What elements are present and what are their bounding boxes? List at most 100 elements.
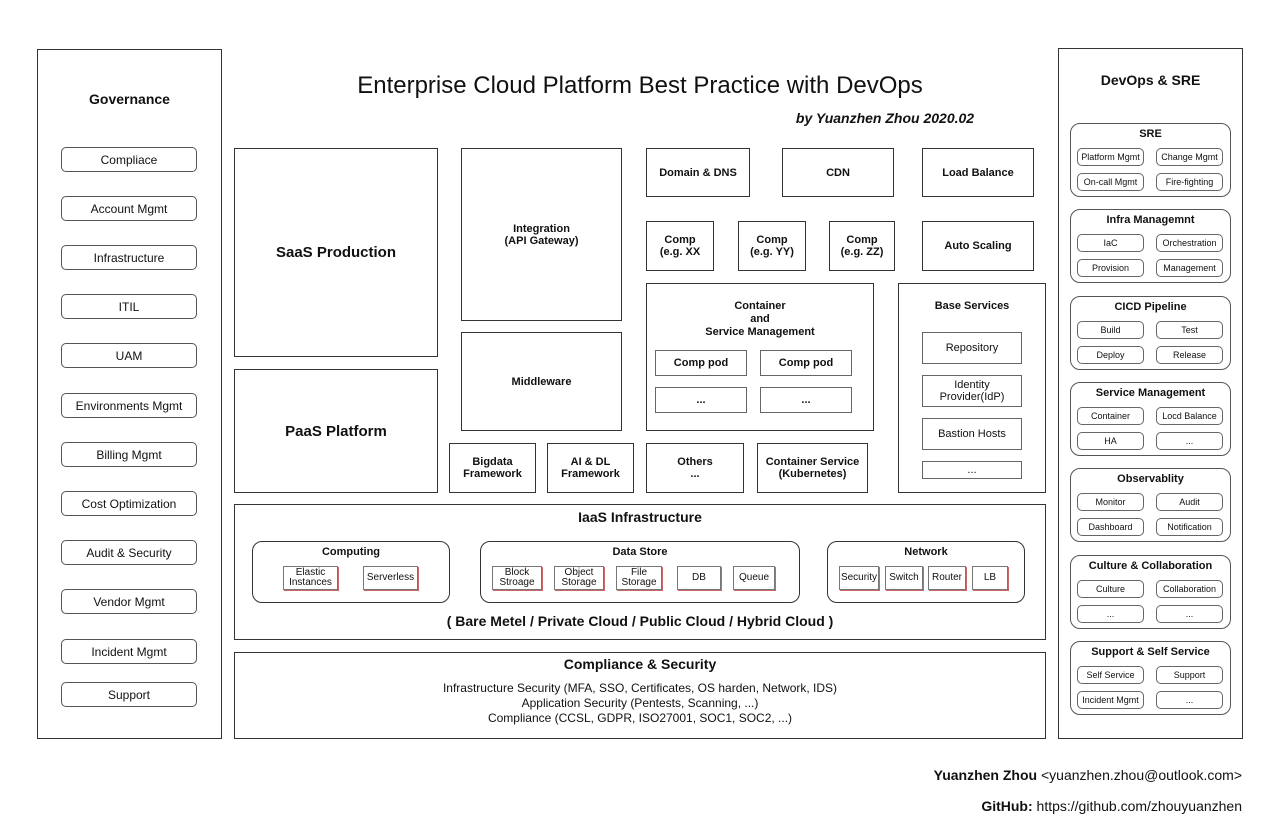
- devops-group-title: SRE: [1139, 128, 1162, 140]
- devops-item: Audit: [1156, 493, 1223, 511]
- datastore-title: Data Store: [612, 546, 668, 558]
- auto-scaling-box: Auto Scaling: [922, 221, 1034, 271]
- middleware-box: Middleware: [461, 332, 622, 431]
- comp-example: (e.g. ZZ): [840, 246, 884, 258]
- repository-box: Repository: [922, 332, 1022, 364]
- integration-box: Integration (API Gateway): [461, 148, 622, 321]
- iaas-item: Security: [839, 566, 879, 590]
- devops-item: Locd Balance: [1156, 407, 1223, 425]
- iaas-item: File Storage: [616, 566, 662, 590]
- devops-item: Dashboard: [1077, 518, 1144, 536]
- framework-sublabel: (Kubernetes): [778, 468, 847, 480]
- governance-item: UAM: [61, 343, 197, 368]
- framework-label: Container Service: [765, 456, 860, 468]
- governance-item: Audit & Security: [61, 540, 197, 565]
- devops-item: HA: [1077, 432, 1144, 450]
- devops-item: Notification: [1156, 518, 1223, 536]
- compliance-security-box: [234, 652, 1046, 739]
- pod-placeholder: ...: [655, 387, 747, 413]
- devops-item: Provision: [1077, 259, 1144, 277]
- comp-example: (e.g. YY): [750, 246, 794, 258]
- devops-item: Management: [1156, 259, 1223, 277]
- byline: by Yuanzhen Zhou 2020.02: [795, 110, 975, 126]
- comp-pod: Comp pod: [655, 350, 747, 376]
- identity-provider-box: Identity Provider(IdP): [922, 375, 1022, 407]
- iaas-item: Block Stroage: [492, 566, 542, 590]
- github-line: GitHub: https://github.com/zhouyuanzhen: [981, 798, 1242, 814]
- governance-item: Environments Mgmt: [61, 393, 197, 418]
- devops-item: Fire-fighting: [1156, 173, 1223, 191]
- cloud-types: ( Bare Metel / Private Cloud / Public Cl…: [446, 613, 834, 629]
- devops-group-title: CICD Pipeline: [1114, 301, 1187, 313]
- iaas-item: Switch: [885, 566, 923, 590]
- author-email[interactable]: <yuanzhen.zhou@outlook.com>: [1040, 767, 1242, 783]
- iaas-item: Serverless: [363, 566, 418, 590]
- compliance-line: Compliance (CCSL, GDPR, ISO27001, SOC1, …: [487, 711, 793, 725]
- iaas-item: DB: [677, 566, 721, 590]
- load-balance-box: Load Balance: [922, 148, 1034, 197]
- container-mgmt-title: Container and Service Management: [646, 300, 874, 339]
- paas-platform-box: PaaS Platform: [234, 369, 438, 493]
- computing-title: Computing: [321, 546, 381, 558]
- comp-example: (e.g. XX: [659, 246, 701, 258]
- framework-label: Others: [677, 456, 713, 468]
- comp-label: Comp: [846, 234, 878, 246]
- devops-item: ...: [1156, 605, 1223, 623]
- devops-group-title: Culture & Collaboration: [1088, 560, 1213, 572]
- framework-sublabel: Framework: [561, 468, 620, 480]
- iaas-item: Router: [928, 566, 966, 590]
- container-mgmt-line: Container: [734, 300, 786, 312]
- compliance-line: Infrastructure Security (MFA, SSO, Certi…: [442, 681, 838, 695]
- governance-item: ITIL: [61, 294, 197, 319]
- iaas-item: LB: [972, 566, 1008, 590]
- framework-label: Bigdata: [472, 456, 513, 468]
- devops-item: ...: [1156, 432, 1223, 450]
- framework-label: AI & DL: [570, 456, 611, 468]
- framework-sublabel: Framework: [463, 468, 522, 480]
- governance-item: Compliace: [61, 147, 197, 172]
- devops-group-title: Service Management: [1095, 387, 1206, 399]
- governance-item: Billing Mgmt: [61, 442, 197, 467]
- container-mgmt-line: Service Management: [705, 326, 815, 338]
- devops-item: Collaboration: [1156, 580, 1223, 598]
- iaas-item: Elastic Instances: [283, 566, 338, 590]
- devops-title: DevOps & SRE: [1100, 72, 1201, 88]
- base-services-more: ...: [922, 461, 1022, 479]
- devops-item: Platform Mgmt: [1077, 148, 1144, 166]
- integration-label: Integration: [513, 222, 570, 235]
- devops-item: On-call Mgmt: [1077, 173, 1144, 191]
- devops-group-title: Observablity: [1117, 473, 1184, 485]
- devops-item: Incident Mgmt: [1077, 691, 1144, 709]
- devops-item: Build: [1077, 321, 1144, 339]
- devops-item: Orchestration: [1156, 234, 1223, 252]
- governance-item: Cost Optimization: [61, 491, 197, 516]
- devops-group-title: Support & Self Service: [1091, 646, 1210, 658]
- comp-box: Comp (e.g. YY): [738, 221, 806, 271]
- others-box: Others ...: [646, 443, 744, 493]
- ai-dl-framework-box: AI & DL Framework: [547, 443, 634, 493]
- container-mgmt-line: and: [750, 313, 770, 325]
- framework-sublabel: ...: [690, 468, 700, 480]
- comp-box: Comp (e.g. XX: [646, 221, 714, 271]
- pod-placeholder: ...: [760, 387, 852, 413]
- author-name: Yuanzhen Zhou: [933, 767, 1038, 783]
- iaas-item: Object Storage: [554, 566, 604, 590]
- cdn-box: CDN: [782, 148, 894, 197]
- github-link[interactable]: https://github.com/zhouyuanzhen: [1036, 798, 1242, 814]
- github-label: GitHub:: [981, 798, 1033, 814]
- governance-item: Incident Mgmt: [61, 639, 197, 664]
- network-title: Network: [904, 546, 948, 558]
- base-services-title: Base Services: [934, 300, 1010, 312]
- comp-label: Comp: [756, 234, 788, 246]
- iaas-item: Queue: [733, 566, 775, 590]
- devops-item: IaC: [1077, 234, 1144, 252]
- devops-item: Change Mgmt: [1156, 148, 1223, 166]
- devops-group-title: Infra Managemnt: [1106, 214, 1195, 226]
- compliance-line: Application Security (Pentests, Scanning…: [521, 696, 759, 710]
- comp-pod: Comp pod: [760, 350, 852, 376]
- iaas-title: IaaS Infrastructure: [578, 509, 702, 525]
- governance-item: Vendor Mgmt: [61, 589, 197, 614]
- devops-item: ...: [1077, 605, 1144, 623]
- governance-item: Account Mgmt: [61, 196, 197, 221]
- governance-item: Support: [61, 682, 197, 707]
